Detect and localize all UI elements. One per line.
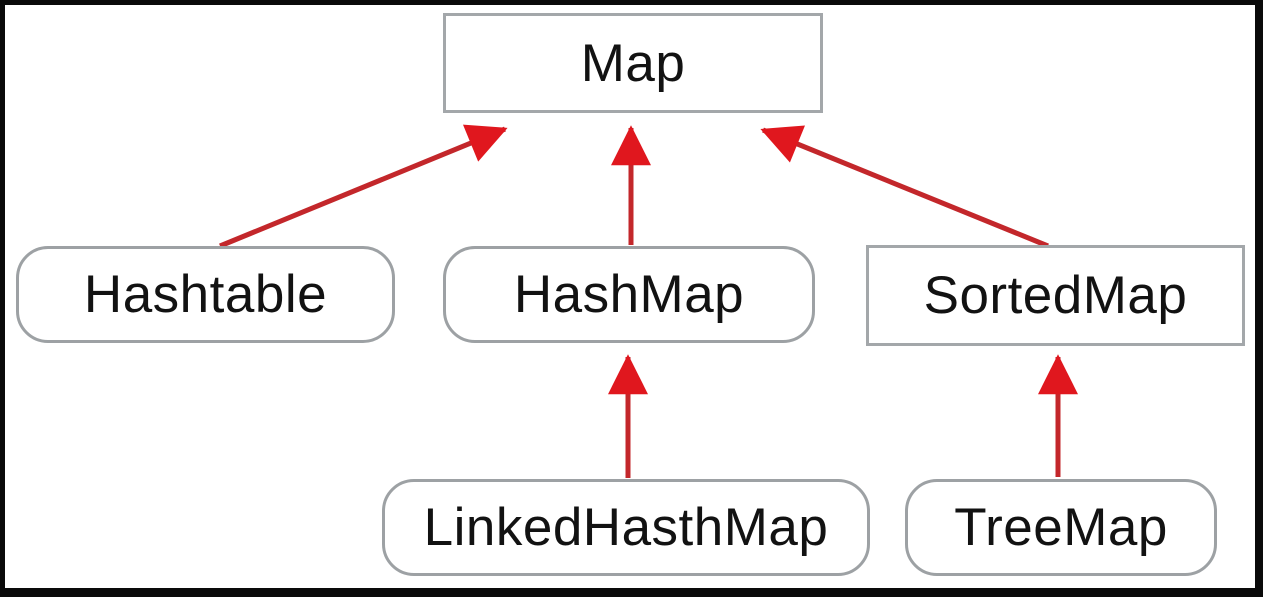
node-linkedhashmap-label: LinkedHasthMap [423, 498, 829, 557]
node-treemap: TreeMap [905, 479, 1217, 576]
node-hashtable: Hashtable [16, 246, 395, 343]
node-map: Map [443, 13, 823, 113]
node-hashtable-label: Hashtable [83, 265, 328, 324]
node-sortedmap: SortedMap [866, 245, 1245, 346]
node-treemap-label: TreeMap [954, 498, 1168, 557]
node-hashmap-label: HashMap [513, 265, 745, 324]
node-map-label: Map [580, 33, 686, 93]
node-sortedmap-label: SortedMap [923, 266, 1188, 325]
node-hashmap: HashMap [443, 246, 815, 343]
arrow-hashtable-to-map [219, 124, 508, 249]
arrow-sortedmap-to-map [760, 125, 1049, 249]
node-linkedhashmap: LinkedHasthMap [382, 479, 870, 576]
